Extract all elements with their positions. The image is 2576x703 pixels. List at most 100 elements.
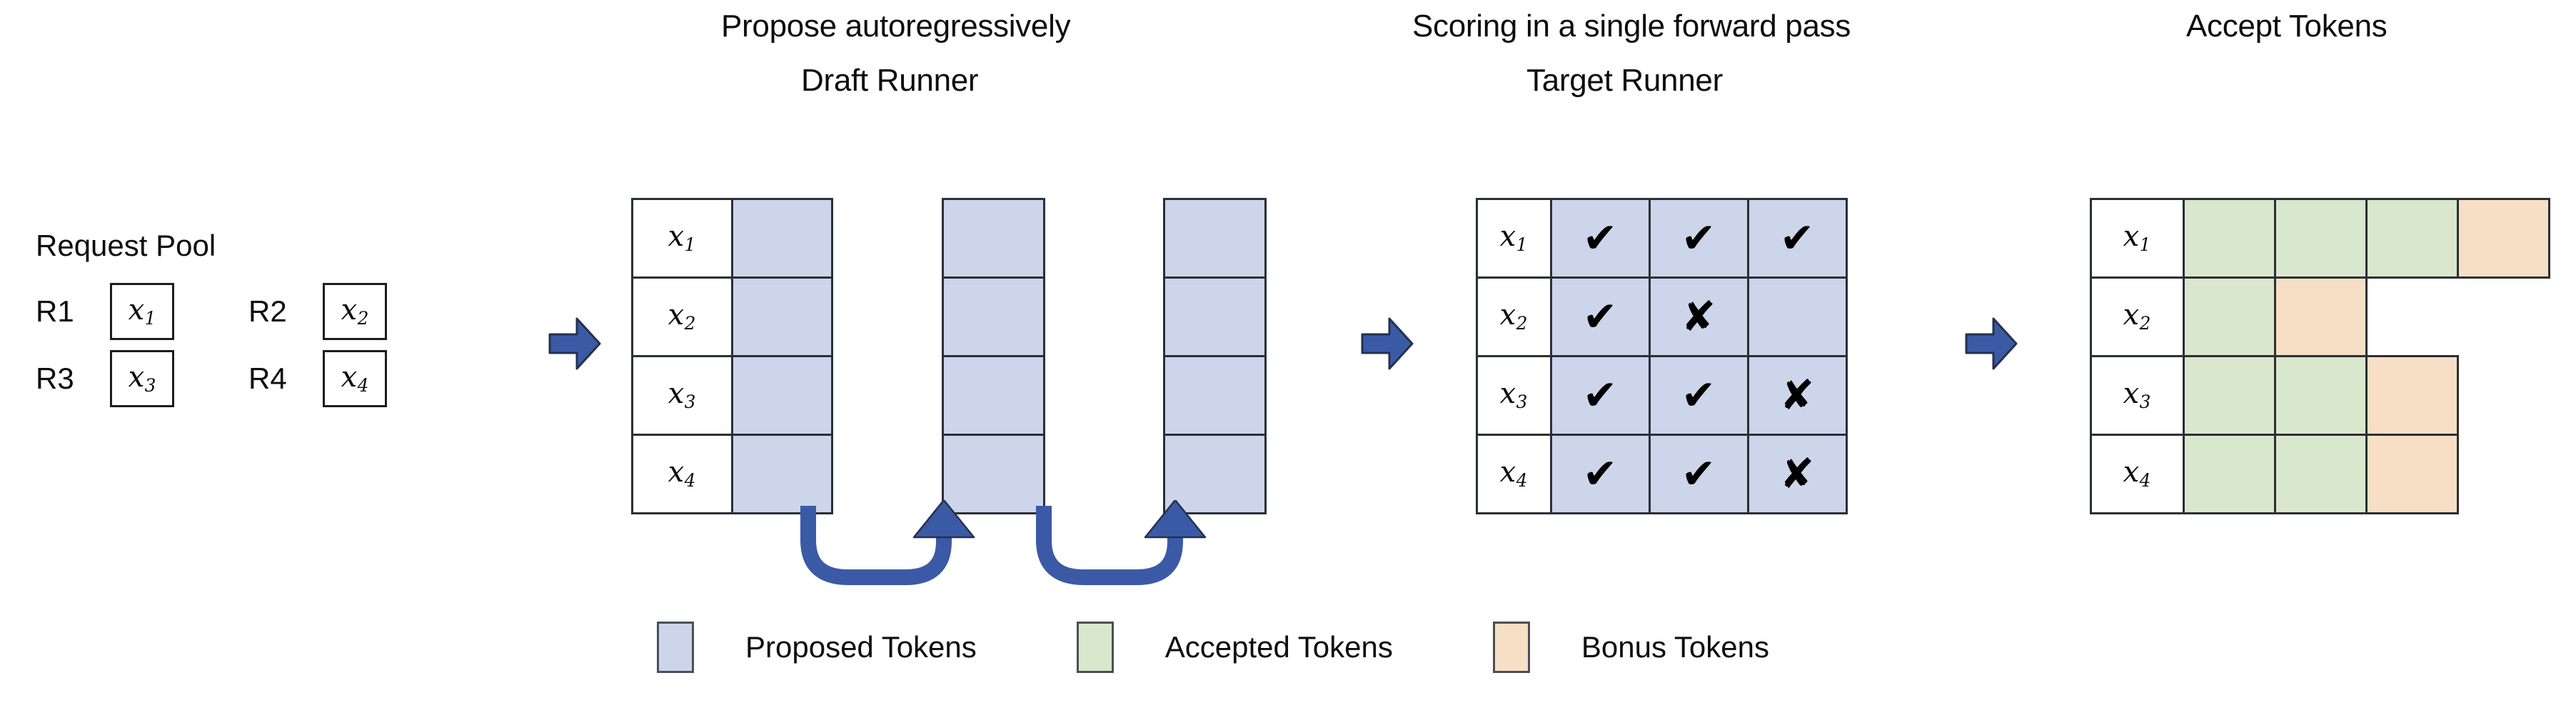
target-row-label-x2: x2 — [1475, 276, 1552, 357]
draft-runner-grid: x1 x2 x3 x4 — [630, 197, 833, 514]
legend-item-proposed: Proposed Tokens — [657, 622, 977, 673]
draft-proposed-cell-r3-c1 — [730, 354, 833, 436]
accept-cell-r1-c4 — [2456, 197, 2550, 279]
draft-proposed-cell-r1-c2 — [941, 197, 1045, 279]
draft-row-label-x3: x3 — [630, 354, 733, 436]
draft-proposed-cell-r2-c3 — [1162, 276, 1267, 357]
legend-label-accepted: Accepted Tokens — [1164, 630, 1393, 664]
check-icon: ✔ — [1582, 214, 1618, 262]
request-pool-row-3: R3 x3 — [36, 350, 174, 407]
target-score-cell-r2-c2: ✘ — [1648, 276, 1749, 357]
target-runner-caption: Scoring in a single forward pass — [1412, 9, 1851, 44]
target-row-label-x4: x4 — [1475, 433, 1552, 514]
accept-cell-r4-c3 — [2365, 433, 2459, 514]
target-score-cell-r1-c1: ✔ — [1549, 197, 1651, 279]
check-icon: ✔ — [1779, 214, 1815, 262]
cross-icon: ✘ — [1681, 292, 1716, 341]
accept-cell-r2-c1 — [2182, 276, 2276, 357]
target-score-cell-r2-c3 — [1746, 276, 1848, 357]
request-pool-row-4: R4 x4 — [248, 350, 387, 407]
target-score-cell-r4-c1: ✔ — [1549, 433, 1651, 514]
target-runner-grid: x1 ✔ ✔ ✔ x2 ✔ ✘ x3 ✔ ✔ ✘ x4 ✔ ✔ ✘ — [1475, 197, 1848, 514]
accept-tokens-title: Accept Tokens — [2186, 9, 2388, 44]
accept-row-label-x1: x1 — [2089, 197, 2185, 279]
check-icon: ✔ — [1681, 214, 1716, 262]
accept-cell-r2-c4 — [2457, 276, 2550, 357]
draft-proposed-cell-r1-c3 — [1162, 197, 1267, 279]
right-arrow-icon — [1965, 317, 2018, 370]
target-row-label-x3: x3 — [1475, 354, 1552, 436]
token-x2: x2 — [341, 293, 369, 329]
right-arrow-icon — [1361, 317, 1414, 370]
draft-proposed-cell-r3-c2 — [941, 354, 1045, 436]
cross-icon: ✘ — [1779, 371, 1815, 419]
right-arrow-icon — [548, 317, 601, 370]
draft-proposed-cell-r2-c2 — [941, 276, 1045, 357]
draft-proposed-cell-r4-c1 — [730, 433, 833, 514]
request-pool-row-1: R1 x1 — [36, 283, 174, 340]
draft-proposal-column-2 — [941, 197, 1045, 514]
accept-cell-r3-c2 — [2273, 354, 2368, 436]
draft-proposed-cell-r3-c3 — [1162, 354, 1267, 436]
target-score-cell-r3-c3: ✘ — [1746, 354, 1848, 436]
accept-cell-r4-c1 — [2182, 433, 2276, 514]
draft-proposed-cell-r1-c1 — [730, 197, 833, 279]
accept-cell-r3-c1 — [2182, 354, 2276, 436]
accept-cell-r4-c2 — [2273, 433, 2368, 514]
check-icon: ✔ — [1681, 371, 1716, 419]
accept-row-label-x4: x4 — [2089, 433, 2185, 514]
legend-item-accepted: Accepted Tokens — [1076, 622, 1393, 673]
accept-row-label-x3: x3 — [2089, 354, 2185, 436]
request-pool-row-2: R2 x2 — [248, 283, 387, 340]
legend-label-bonus: Bonus Tokens — [1581, 630, 1769, 664]
legend-swatch-bonus — [1492, 622, 1530, 673]
accept-cell-r1-c2 — [2273, 197, 2368, 279]
loop-arrow-2 — [1036, 500, 1207, 585]
accept-cell-r2-c2 — [2273, 276, 2368, 357]
check-icon: ✔ — [1582, 449, 1618, 498]
request-pool-box: Request Pool R1 x1 R2 x2 R3 x3 R4 x4 — [13, 213, 433, 420]
accept-cell-r3-c4 — [2457, 355, 2550, 436]
accept-tokens-grid: x1 x2 x3 x4 — [2089, 197, 2550, 514]
check-icon: ✔ — [1582, 371, 1618, 419]
draft-row-label-x4: x4 — [630, 433, 733, 514]
token-x3: x3 — [128, 360, 156, 396]
autoregressive-loop-arrows — [800, 500, 1207, 585]
token-x4: x4 — [341, 360, 369, 396]
draft-row-label-x2: x2 — [630, 276, 733, 357]
accept-cell-r2-c3 — [2365, 276, 2459, 357]
request-token-cell-r3: x3 — [110, 350, 174, 407]
request-label-r2: R2 — [248, 294, 287, 328]
draft-row-label-x1: x1 — [630, 197, 733, 279]
target-runner-title: Target Runner — [1526, 63, 1723, 98]
legend-swatch-accepted — [1076, 622, 1114, 673]
target-score-cell-r1-c2: ✔ — [1648, 197, 1749, 279]
request-token-cell-r4: x4 — [323, 350, 387, 407]
target-score-cell-r1-c3: ✔ — [1746, 197, 1848, 279]
draft-proposed-cell-r2-c1 — [730, 276, 833, 357]
target-score-cell-r3-c2: ✔ — [1648, 354, 1749, 436]
legend-swatch-proposed — [657, 622, 694, 673]
legend-label-proposed: Proposed Tokens — [745, 630, 977, 664]
draft-proposal-column-3 — [1162, 197, 1267, 514]
accept-cell-r1-c1 — [2182, 197, 2276, 279]
target-row-label-x1: x1 — [1475, 197, 1552, 279]
request-token-cell-r1: x1 — [110, 283, 174, 340]
target-score-cell-r4-c2: ✔ — [1648, 433, 1749, 514]
flow-arrow-pool-to-draft — [548, 316, 601, 372]
draft-runner-caption: Propose autoregressively — [721, 9, 1071, 44]
legend-item-bonus: Bonus Tokens — [1492, 622, 1769, 673]
request-token-cell-r2: x2 — [323, 283, 387, 340]
flow-arrow-target-to-accept — [1965, 316, 2018, 372]
request-label-r3: R3 — [36, 362, 74, 395]
draft-proposed-cell-r4-c3 — [1162, 433, 1267, 514]
check-icon: ✔ — [1681, 449, 1716, 498]
draft-proposed-cell-r4-c2 — [941, 433, 1045, 514]
request-label-r4: R4 — [248, 362, 287, 395]
accept-cell-r1-c3 — [2365, 197, 2459, 279]
request-label-r1: R1 — [36, 294, 74, 328]
target-score-cell-r2-c1: ✔ — [1549, 276, 1651, 357]
legend: Proposed Tokens Accepted Tokens Bonus To… — [657, 622, 1769, 673]
draft-runner-title: Draft Runner — [801, 63, 979, 98]
check-icon: ✔ — [1582, 292, 1618, 341]
